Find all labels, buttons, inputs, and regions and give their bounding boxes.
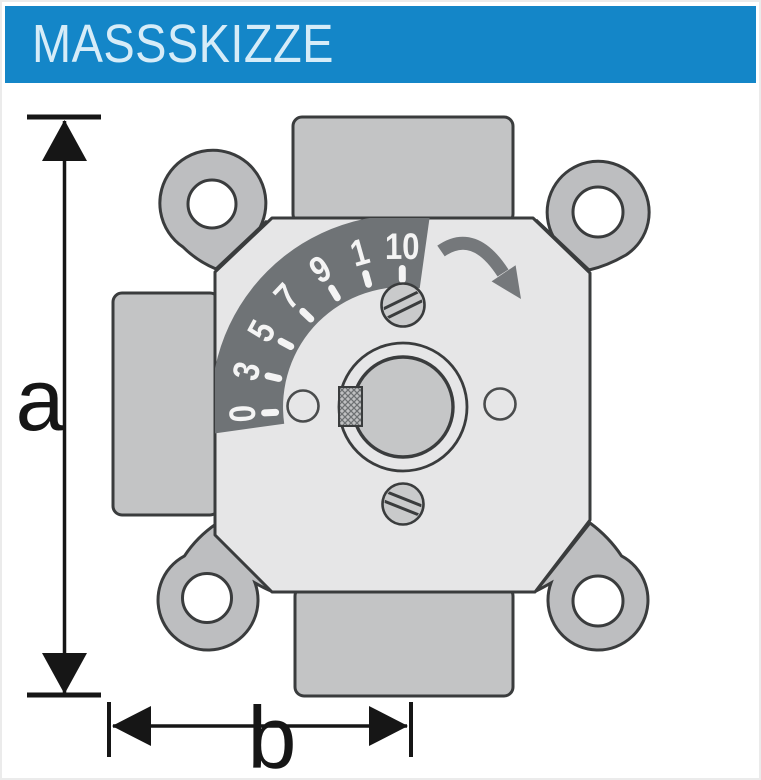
knob-hub [337,341,469,473]
rotation-arrow-shaft [437,236,509,277]
dial-tick [328,284,341,302]
pipe-top [291,115,515,225]
header-bar: MASSSKIZZE [5,6,756,83]
dim-a-label: a [16,350,65,449]
side-port-right [483,387,517,421]
mounting-hole-bottom-right [571,574,625,628]
dial-tick [264,372,283,382]
dimension-a [27,114,101,698]
pipe-left [111,291,221,517]
dial-ticks [261,265,406,417]
side-port-left [286,389,320,423]
pipe-connections [111,115,515,698]
dim-a-arrow-down-icon [42,653,87,694]
bottom-screw-slot [384,488,422,519]
knob [351,355,455,459]
mounting-hole-top-right [571,185,625,239]
dial-tick [261,408,280,417]
dial-tick [398,265,406,283]
dial-scale: 0 3 5 7 9 1 10 [215,218,430,434]
bottom-screw [381,482,425,526]
position-indicator [338,386,363,427]
rotation-arrow-head [491,265,521,299]
mounting-hole-top-left [186,178,238,230]
page-title: MASSSKIZZE [32,13,334,74]
dial-tick [277,337,295,351]
pipe-bottom [293,585,515,698]
top-screw-slot [383,287,423,322]
dim-b-label: b [248,688,297,780]
dim-b-arrow-left-icon [112,706,151,746]
mounting-holes [181,178,625,628]
dial-scale-label: 10 [385,226,420,267]
dial-tick [362,270,373,288]
top-screw [380,282,426,328]
dimension-b [107,702,413,757]
dim-a-arrow-up-icon [42,120,87,161]
dial-tick [299,307,315,323]
rotation-arrow-icon [437,236,521,299]
dim-b-arrow-right-icon [369,706,408,746]
mounting-hole-bottom-left [181,572,233,624]
dial-band [215,218,430,434]
dial-scale-label: 0 [222,404,264,423]
header-background [5,6,756,83]
